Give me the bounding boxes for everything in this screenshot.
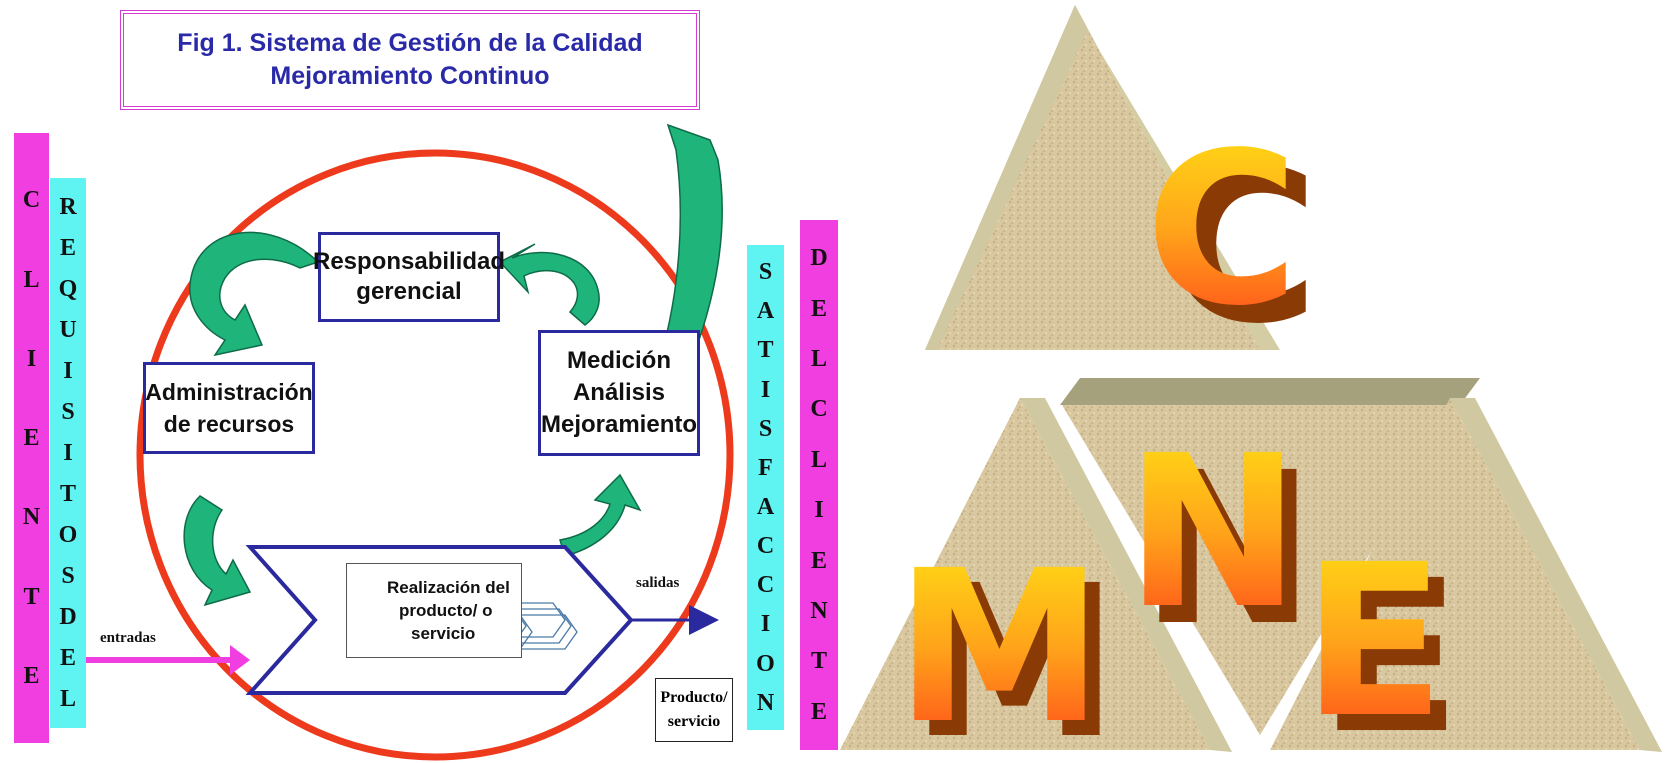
band-letter: U	[59, 317, 77, 343]
box-line: Análisis	[572, 379, 666, 406]
band-letter: I	[26, 345, 37, 372]
band-letter: S	[758, 415, 773, 442]
band-requisitos-del: R E Q U I S I T O S D E L	[50, 178, 86, 728]
box-administracion-recursos: Administración de recursos	[143, 362, 315, 454]
band-letter: A	[756, 493, 775, 520]
band-letter: C	[756, 572, 775, 599]
band-letter: S	[758, 259, 773, 286]
logo-letter-c-shadow: C	[1165, 125, 1319, 370]
label-entradas: entradas	[100, 630, 156, 646]
band-letter: D	[59, 604, 77, 630]
green-arrow-5	[659, 123, 723, 366]
band-letter: I	[760, 376, 771, 403]
band-letter: N	[810, 597, 828, 624]
cmne-triangle-logo: C C M M N N E E	[840, 5, 1662, 763]
green-arrow-1	[189, 231, 320, 357]
center-bar	[1060, 378, 1480, 405]
band-letter: E	[23, 425, 40, 451]
band-letter: S	[61, 563, 75, 589]
logo-letter-m: M	[895, 525, 1104, 763]
box-line: Administración	[145, 379, 313, 405]
band-letter: D	[810, 245, 828, 272]
left-triangle	[840, 398, 1210, 750]
box-responsabilidad-gerencial: Responsabilidad gerencial	[313, 232, 505, 322]
band-letter: Q	[58, 276, 78, 302]
box-medicion-analisis: Medición Análisis Mejoramiento	[538, 330, 700, 456]
band-letter: E	[23, 662, 40, 689]
box-line: servicio	[667, 713, 721, 730]
center-triangle	[1062, 405, 1460, 735]
box-realizacion-producto: Realización del producto/ o servicio	[346, 563, 522, 658]
band-del-cliente: D E L C L I E N T E	[800, 220, 838, 750]
quality-cycle-circle	[136, 149, 734, 761]
band-letter: E	[810, 295, 827, 322]
band-letter: I	[814, 497, 824, 524]
band-satisfaccion: S A T I S F A C C I O N	[747, 245, 784, 730]
right-triangle	[1270, 398, 1640, 750]
band-letter: C	[22, 187, 41, 214]
logo-letter-e: E	[1302, 519, 1445, 763]
logo-letter-m-shadow: M	[910, 540, 1119, 763]
box-line: Producto/	[660, 689, 728, 706]
band-letter: O	[756, 650, 775, 677]
band-letter: A	[756, 298, 775, 325]
band-letter: I	[760, 611, 771, 638]
band-letter: R	[59, 194, 77, 220]
green-arrow-2	[498, 243, 600, 326]
box-line: Medición	[566, 347, 671, 374]
label-salidas: salidas	[636, 575, 680, 591]
band-letter: E	[810, 698, 827, 725]
band-letter: N	[756, 689, 775, 716]
band-letter: L	[810, 346, 827, 373]
band-cliente: C L I E N T E	[14, 133, 49, 743]
band-letter: C	[810, 396, 828, 423]
band-letter: L	[810, 446, 827, 473]
green-arrow-3	[183, 495, 252, 607]
box-line: de recursos	[163, 411, 295, 437]
logo-letter-n: N	[1125, 410, 1301, 655]
band-letter: F	[758, 454, 773, 481]
box-line: Mejoramiento	[540, 411, 698, 438]
band-letter: E	[59, 235, 76, 261]
band-letter: E	[810, 547, 827, 574]
logo-letter-n-shadow: N	[1140, 427, 1316, 672]
figure-title-line1: Fig 1. Sistema de Gestión de la Calidad	[177, 29, 643, 57]
band-letter: L	[23, 266, 40, 293]
box-line: Realización del	[387, 578, 510, 597]
figure-title-box: Fig 1. Sistema de Gestión de la Calidad …	[120, 10, 700, 110]
band-letter: T	[810, 648, 827, 675]
band-letter: O	[58, 522, 78, 548]
box-line: gerencial	[356, 278, 462, 305]
box-line: Responsabilidad	[312, 248, 506, 275]
band-letter: E	[59, 645, 76, 671]
band-letter: C	[756, 533, 775, 560]
top-triangle	[925, 5, 1260, 350]
logo-letter-c: C	[1145, 107, 1299, 352]
logo-letter-e-shadow: E	[1318, 535, 1461, 763]
band-letter: N	[22, 504, 41, 531]
band-letter: T	[59, 481, 76, 507]
band-letter: I	[63, 440, 73, 466]
band-letter: T	[757, 337, 774, 364]
band-letter: T	[23, 583, 40, 610]
figure-title-line2: Mejoramiento Continuo	[270, 62, 550, 90]
box-line: producto/ o	[399, 601, 493, 620]
box-line: servicio	[411, 624, 476, 643]
band-letter: S	[61, 399, 75, 425]
band-letter: I	[63, 358, 73, 384]
box-producto-servicio: Producto/ servicio	[655, 678, 733, 742]
green-arrow-4	[559, 473, 642, 557]
band-letter: L	[59, 686, 76, 712]
